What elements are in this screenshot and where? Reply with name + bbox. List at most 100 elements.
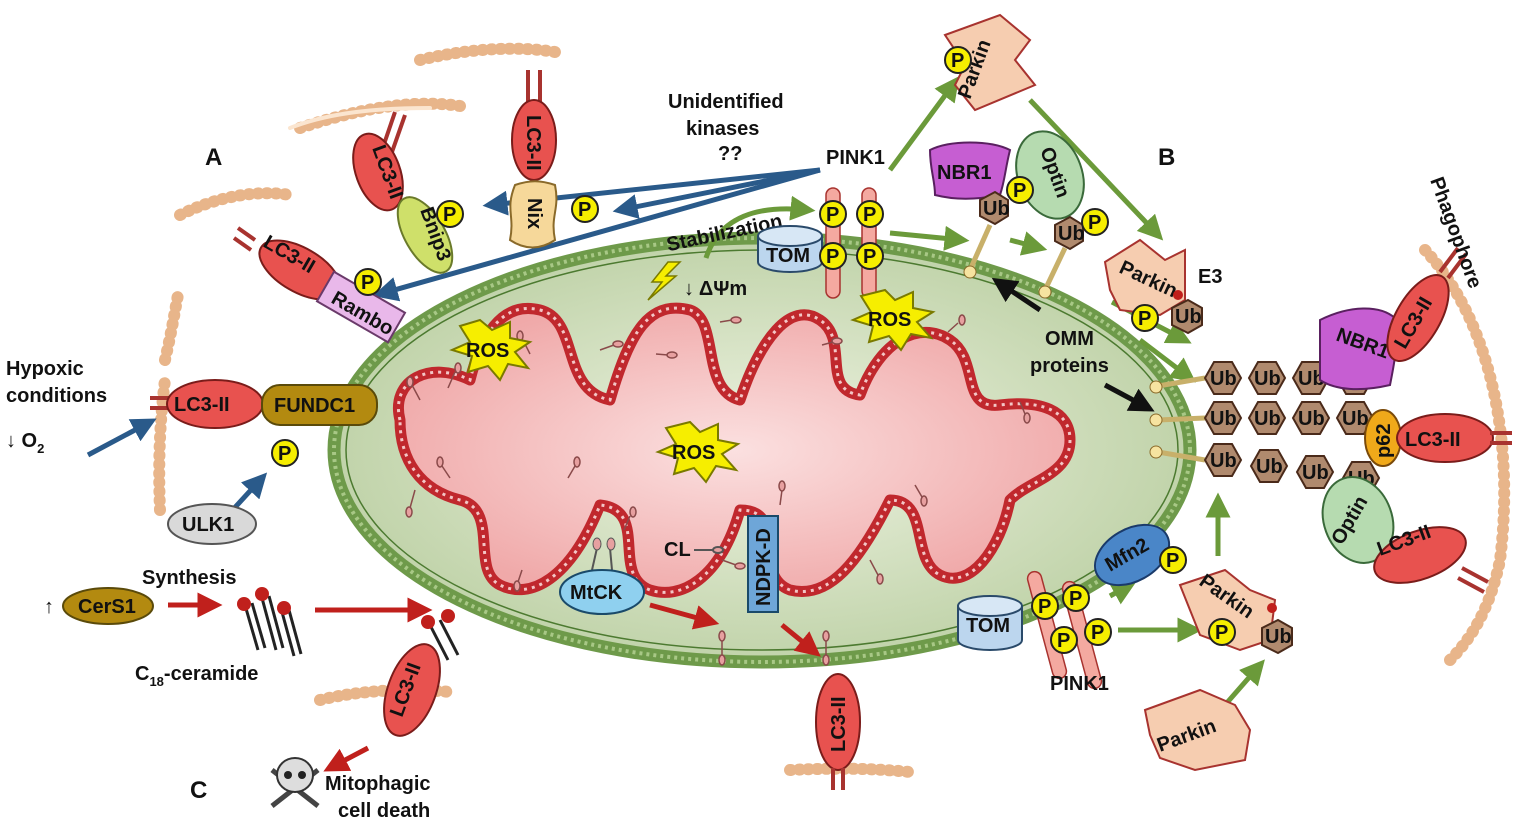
parkin-e3: Parkin E3 Ub P [1103,238,1222,335]
lc3-label: LC3-II [828,696,850,752]
svg-text:P: P [863,204,876,226]
ub-label: Ub [1210,368,1237,390]
panel-c-label: C [190,777,207,804]
ub-label: Ub [1342,408,1369,430]
ulk1-label: ULK1 [182,514,234,536]
skull-icon [270,757,320,808]
up-arrow-label: ↑ [44,596,54,618]
svg-text:P: P [1138,308,1151,330]
question-label: ?? [718,143,742,165]
pink1-top-label: PINK1 [826,147,885,169]
svg-text:P: P [1038,596,1051,618]
ub-label: Ub [1210,450,1237,472]
svg-text:Ub: Ub [1058,223,1085,245]
ros-bursts: ROS ROS ROS [449,288,936,484]
ub-hexagon [1247,361,1287,395]
black-arrows [991,277,1155,412]
o2-label: ↓ O2 [6,430,44,456]
lc3-bottom-middle: LC3-II [815,673,861,790]
parkin-bottom: Parkin P Ub [1178,568,1293,655]
fundc1-label: FUNDC1 [274,395,355,417]
ub-hexagon [1291,401,1331,435]
ros-label: ROS [868,309,911,331]
cl-label: CL [664,539,691,561]
mitochondrion [327,231,1197,669]
mtck: MtCK [559,537,645,615]
ub-hexagon [1295,455,1335,489]
svg-text:P: P [578,199,591,221]
ros-label: ROS [466,340,509,362]
ub-hexagon [1249,449,1289,483]
ceramide-label: C18-ceramide [135,663,258,689]
e3-label: E3 [1198,266,1222,288]
nbr1-optin-top: NBR1 Optin [928,130,1085,220]
svg-text:Ub: Ub [1265,626,1292,648]
ub-label: Ub [1256,456,1283,478]
pink1-bottom: P P P P [1026,570,1112,690]
phagophore-membranes [153,42,1511,778]
p62-lc3-right: p62 LC3-II [1364,409,1512,467]
ub-label: Ub [1254,368,1281,390]
phospho-sites-top: P P P [354,195,599,296]
ub-label: Ub [1254,408,1281,430]
pink1-bottom-label: PINK1 [1050,673,1109,695]
omm-label: OMM [1045,328,1094,350]
optin-lc3-right: Optin LC3-II [1321,476,1489,594]
svg-text:P: P [1091,622,1104,644]
svg-text:P: P [361,272,374,294]
parkin-bottom-free: Parkin [1143,688,1252,772]
ub-label: Ub [1298,368,1325,390]
ub-chain-rows: UbUbUbUbUbUbUbUbUbUbUbUb [1203,361,1381,495]
lc3-bnip3-complex: LC3-II Bnip3 [352,111,455,274]
svg-text:P: P [1215,622,1228,644]
conditions-label: conditions [6,385,107,407]
cers1-label: CerS1 [78,596,136,618]
svg-text:P: P [1057,630,1070,652]
mfn2: Mfn2 P [1094,523,1187,587]
p62-label: p62 [1373,424,1395,458]
panel-a-label: A [205,144,222,171]
svg-text:P: P [1166,550,1179,572]
ndpk-label: NDPK-D [753,528,775,606]
lc3-label: LC3-II [174,394,230,416]
tom-label: TOM [766,245,810,267]
tom-top: TOM [757,225,823,273]
lightning-icon [647,261,682,301]
synthesis-label: Synthesis [142,567,236,589]
mtck-label: MtCK [570,582,623,604]
ub-hexagon [1203,443,1243,477]
svg-text:P: P [443,204,456,226]
svg-text:P: P [826,246,839,268]
delta-psi-label: ↓ ΔΨm [684,278,747,300]
tom-bottom: TOM [957,595,1023,651]
ceramide-molecules [237,587,303,657]
ub-label: Ub [1302,462,1329,484]
svg-text:P: P [951,50,964,72]
parkin-top: Parkin P [943,13,1037,112]
svg-text:P: P [1013,180,1026,202]
ros-label: ROS [672,442,715,464]
red-arrows [168,592,821,772]
ub-top: Ub P Ub P [963,176,1109,299]
svg-text:P: P [863,246,876,268]
ulk1: ULK1 [167,503,257,545]
lc3-label: LC3-II [1405,429,1461,451]
mitophagic-label: Mitophagic [325,773,431,795]
phagophore-label: Phagophore [1425,174,1486,291]
lc3-rambo-complex: LC3-II Rambo [232,226,407,344]
svg-text:Ub: Ub [983,198,1010,220]
svg-text:P: P [1069,588,1082,610]
ub-label: Ub [1210,408,1237,430]
tom-label: TOM [966,615,1010,637]
lc3-fundc1-complex: LC3-II FUNDC1 P [150,379,378,467]
cers1: CerS1 [62,587,154,625]
nbr1-label: NBR1 [937,162,991,184]
ub-hexagon [1203,401,1243,435]
lc3-nix-complex: LC3-II Nix [508,70,558,249]
svg-text:Ub: Ub [1175,306,1202,328]
kinases-label: kinases [686,118,759,140]
lc3-label: LC3-II [522,115,544,171]
svg-text:P: P [278,443,291,465]
pink1-top: P P P P [819,187,884,299]
